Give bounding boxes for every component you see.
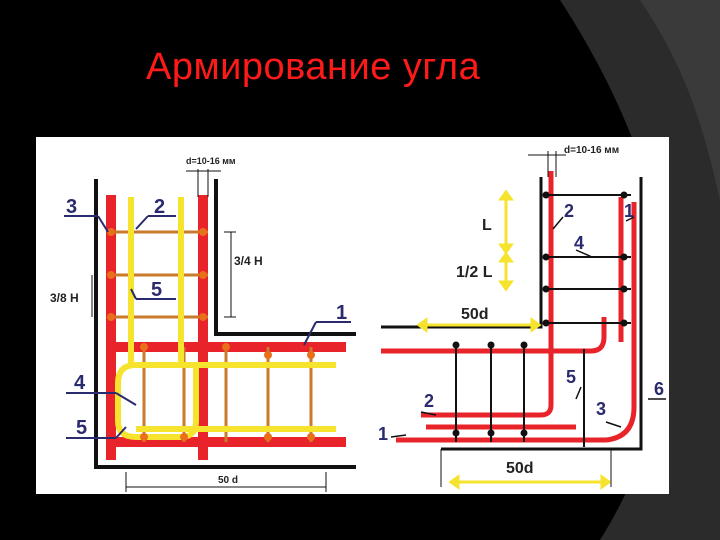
slide-title: Армирование угла <box>146 46 481 88</box>
right-formwork-outer <box>441 177 643 451</box>
left-dim-38h: 3/8 H <box>50 291 79 305</box>
right-label-3: 3 <box>596 399 606 419</box>
right-rebar-2 <box>421 171 554 418</box>
right-label-1b: 1 <box>378 424 388 444</box>
right-dots <box>452 191 628 437</box>
rebar-dots <box>107 228 315 441</box>
right-rebar-3 <box>396 202 637 443</box>
right-label-1: 1 <box>624 201 634 221</box>
right-dim-L: L <box>482 217 492 234</box>
formwork-outer <box>94 179 356 469</box>
left-label-2: 2 <box>154 196 165 218</box>
right-label-4: 4 <box>574 233 584 253</box>
right-leaders <box>390 216 666 438</box>
diagram-panel: d=10-16 мм 3/4 H 3/8 H 50 d 3 2 5 1 4 5 <box>36 137 669 494</box>
left-label-1: 1 <box>336 302 347 324</box>
right-label-6: 6 <box>654 379 664 399</box>
right-dim-d: d=10-16 мм <box>564 145 619 156</box>
right-formwork-inner <box>381 177 543 329</box>
right-label-5: 5 <box>566 367 576 387</box>
rebar-vertical-right <box>198 195 208 460</box>
left-label-4: 4 <box>74 372 86 394</box>
left-label-5b: 5 <box>76 417 87 439</box>
right-corner-diagram: d=10-16 мм L 1/2 L 50d 50d 2 1 4 5 6 3 2 <box>378 145 666 490</box>
right-dim-halfL: 1/2 L <box>456 264 493 281</box>
left-dimensions <box>91 169 327 492</box>
stirrups-group <box>115 197 336 440</box>
left-label-3: 3 <box>66 196 77 218</box>
left-corner-diagram: d=10-16 мм 3/4 H 3/8 H 50 d 3 2 5 1 4 5 <box>50 156 356 492</box>
right-dim-50d-bottom: 50d <box>506 460 534 477</box>
right-label-2b: 2 <box>424 391 434 411</box>
right-dim-lines <box>440 151 612 487</box>
left-dim-34h: 3/4 H <box>234 254 263 268</box>
reinforcement-diagram: d=10-16 мм 3/4 H 3/8 H 50 d 3 2 5 1 4 5 <box>50 145 666 492</box>
right-rebar-top <box>381 317 607 354</box>
left-dim-50d: 50 d <box>218 475 238 486</box>
left-leaders <box>64 215 351 439</box>
right-dim-arrows <box>416 189 612 490</box>
rebar-vertical-left <box>106 195 116 460</box>
ties-group <box>108 230 313 442</box>
right-label-2: 2 <box>564 201 574 221</box>
left-dim-d: d=10-16 мм <box>186 156 236 166</box>
right-dim-50d-top: 50d <box>461 306 489 323</box>
left-label-5a: 5 <box>151 279 162 301</box>
right-ties <box>455 194 631 447</box>
